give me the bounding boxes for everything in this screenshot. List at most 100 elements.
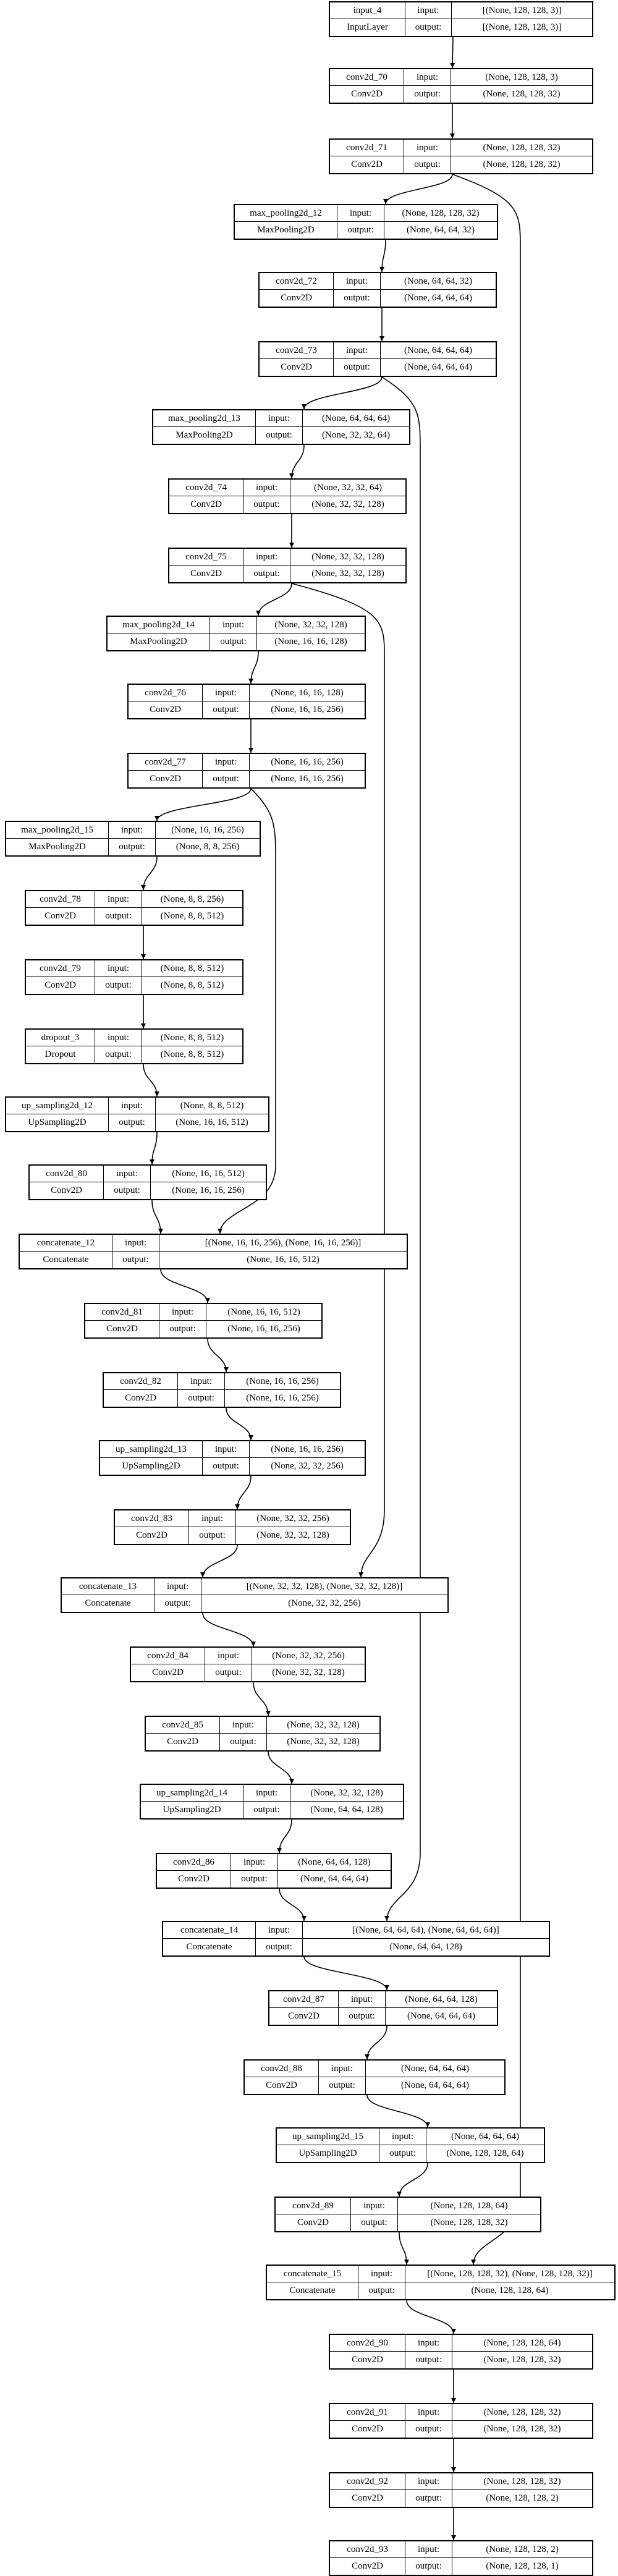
layer-name: up_sampling2d_12 — [6, 1098, 109, 1114]
layer-name: conv2d_90 — [330, 2335, 405, 2352]
input-shape: (None, 64, 64, 128) — [386, 1991, 497, 2008]
input-shape: (None, 32, 32, 256) — [236, 1510, 350, 1527]
layer-name: conv2d_73 — [260, 342, 334, 359]
input-port-label: input: — [109, 1098, 156, 1114]
input-port-label: input: — [243, 480, 290, 496]
edge-up_sampling2d_14-to-conv2d_86 — [277, 1819, 292, 1854]
layer-type: MaxPooling2D — [6, 839, 109, 855]
layer-type: Concatenate — [163, 1939, 256, 1955]
output-port-label: output: — [95, 908, 142, 925]
layer-name: up_sampling2d_14 — [141, 1785, 243, 1802]
input-port-label: input: — [95, 1030, 142, 1046]
output-port-label: output: — [256, 1939, 303, 1955]
input-shape: (None, 64, 64, 64) — [381, 342, 496, 359]
edge-conv2d_75-to-concatenate_13 — [291, 583, 385, 1578]
input-port-label: input: — [205, 1648, 252, 1664]
input-shape: [(None, 128, 128, 3)] — [452, 2, 592, 19]
output-shape: (None, 16, 16, 256) — [246, 1393, 319, 1403]
layer-type: Conv2D — [330, 2558, 405, 2575]
layer-type: Conv2D — [330, 2352, 405, 2368]
output-shape: (None, 64, 64, 64) — [407, 2011, 475, 2021]
input-port-label: input: — [339, 1991, 386, 2008]
input-port-label: input: — [404, 69, 451, 86]
output-port-label: output: — [109, 839, 156, 855]
edge-conv2d_80-to-concatenate_12 — [151, 1200, 163, 1234]
layer-type: MaxPooling2D — [153, 427, 256, 444]
input-shape: (None, 8, 8, 512) — [156, 1098, 268, 1114]
input-port-label: input: — [159, 1304, 206, 1321]
input-shape: (None, 128, 128, 64) — [452, 2335, 592, 2352]
edge-conv2d_73-to-concatenate_14 — [381, 376, 421, 1921]
output-shape: (None, 32, 32, 128) — [272, 1667, 345, 1677]
input-port-label: input: — [256, 410, 303, 427]
layer-type: Dropout — [26, 1046, 95, 1063]
layer-type: Conv2D — [276, 2214, 351, 2231]
edge-conv2d_71-to-concatenate_15 — [452, 174, 521, 2265]
input-port-label: input: — [104, 1166, 151, 1182]
output-port-label: output: — [404, 86, 451, 103]
input-shape: (None, 32, 32, 128) — [257, 617, 365, 633]
input-shape: (None, 8, 8, 512) — [142, 960, 242, 977]
edge-up_sampling2d_12-to-conv2d_80 — [150, 1132, 158, 1165]
output-port-label: output: — [220, 1734, 267, 1750]
output-shape: (None, 64, 64, 64) — [300, 1874, 368, 1884]
output-port-label: output: — [112, 1252, 159, 1268]
layer-name: conv2d_80 — [30, 1166, 104, 1182]
output-shape: (None, 16, 16, 128) — [274, 637, 347, 646]
output-port-label: output: — [178, 1390, 225, 1407]
input-port-label: input: — [154, 1578, 201, 1595]
output-shape: (None, 64, 64, 64) — [401, 2080, 469, 2090]
input-port-label: input: — [404, 140, 451, 156]
input-shape: (None, 64, 64, 64) — [366, 2061, 504, 2077]
input-port-label: input: — [243, 549, 290, 566]
input-shape: [(None, 16, 16, 256), (None, 16, 16, 256… — [159, 1235, 407, 1252]
layer-type: UpSampling2D — [141, 1802, 243, 1818]
edge-max_pooling2d_13-to-conv2d_74 — [289, 444, 305, 479]
edge-conv2d_71-to-max_pooling2d_12 — [383, 174, 453, 205]
layer-type: MaxPooling2D — [108, 633, 210, 650]
layer-name: conv2d_88 — [245, 2061, 319, 2077]
layer-type: Conv2D — [26, 977, 95, 994]
output-port-label: output: — [319, 2077, 366, 2094]
output-port-label: output: — [210, 633, 257, 650]
layer-type: UpSampling2D — [6, 1114, 109, 1131]
input-port-label: input: — [243, 1785, 290, 1802]
output-shape: (None, 64, 64, 32) — [407, 225, 475, 235]
output-port-label: output: — [203, 701, 250, 718]
input-shape: (None, 16, 16, 256) — [156, 822, 260, 839]
layer-name: conv2d_72 — [260, 273, 334, 290]
layer-name: concatenate_14 — [163, 1922, 256, 1939]
output-shape: (None, 128, 128, 32) — [483, 89, 561, 99]
output-shape: (None, 8, 8, 256) — [176, 842, 240, 852]
output-port-label: output: — [203, 1458, 250, 1475]
layer-name: conv2d_91 — [330, 2404, 405, 2421]
input-port-label: input: — [405, 2335, 452, 2352]
output-port-label: output: — [189, 1527, 236, 1544]
output-port-label: output: — [339, 2008, 386, 2025]
layer-type: MaxPooling2D — [235, 222, 337, 239]
input-port-label: input: — [220, 1717, 267, 1734]
output-port-label: output: — [243, 566, 290, 582]
output-shape: [(None, 128, 128, 3)] — [482, 22, 562, 32]
edge-max_pooling2d_15-to-conv2d_78 — [141, 856, 158, 891]
output-shape: (None, 8, 8, 512) — [160, 1049, 224, 1059]
input-shape: (None, 32, 32, 256) — [252, 1648, 365, 1664]
layer-type: Concatenate — [62, 1595, 154, 1612]
layer-name: input_4 — [330, 2, 405, 19]
layer-name: conv2d_76 — [129, 685, 203, 701]
layer-name: conv2d_87 — [269, 1991, 339, 2008]
